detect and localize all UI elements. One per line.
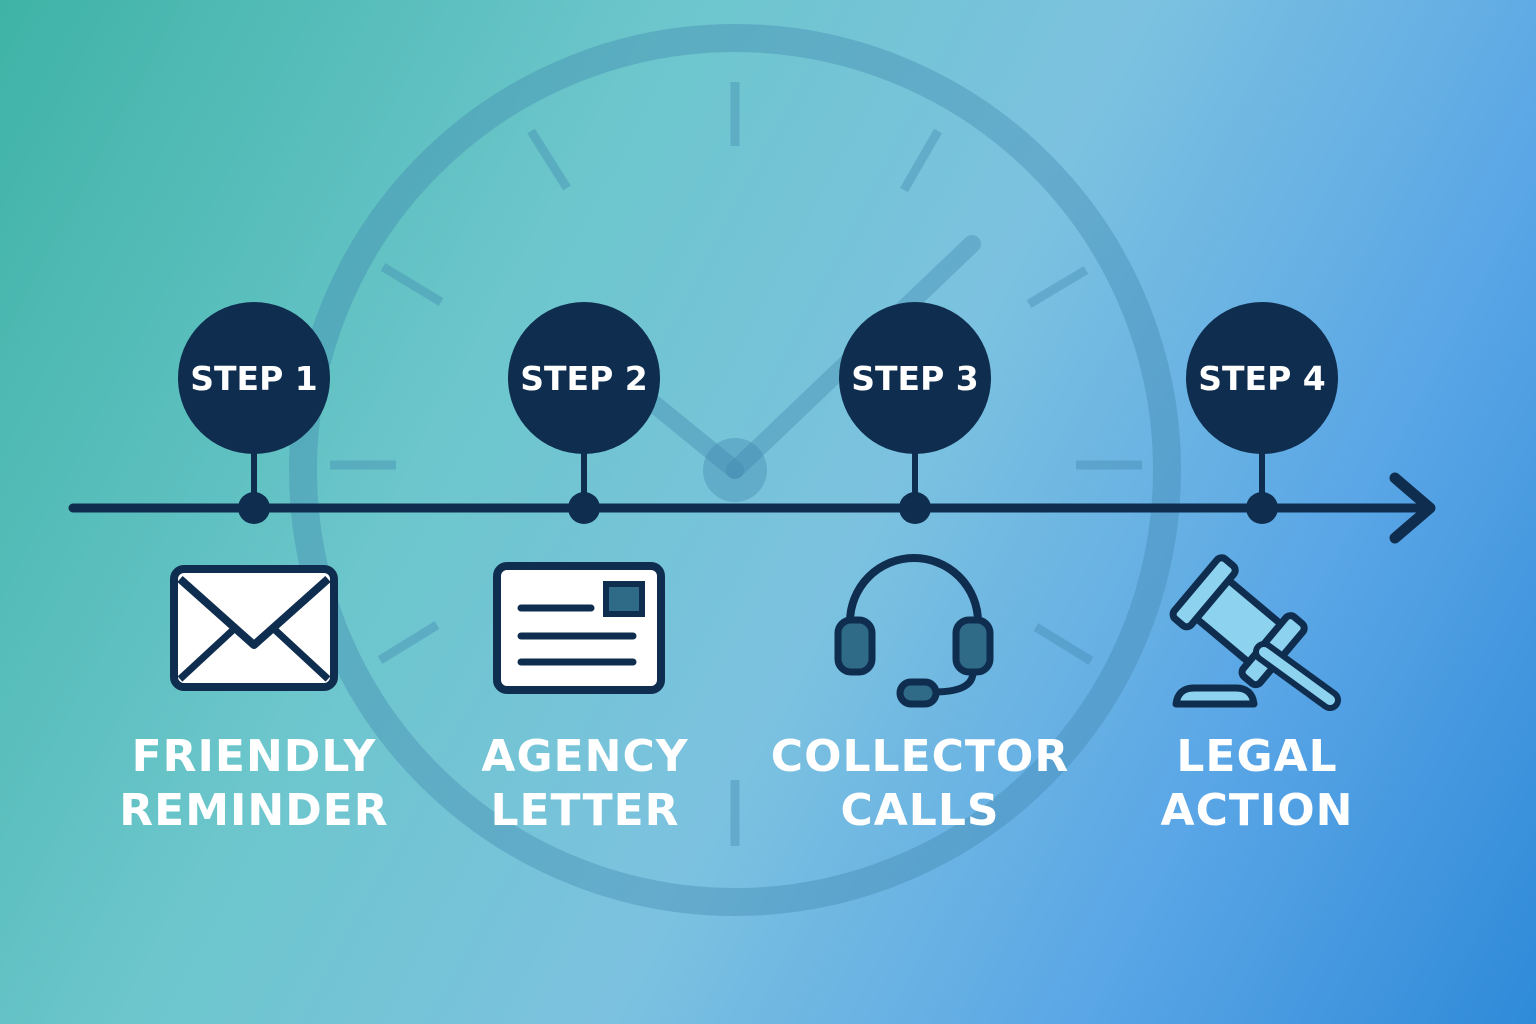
- headset-icon: [834, 554, 994, 708]
- gavel-icon: [1169, 554, 1341, 711]
- step-2-dot: [568, 492, 600, 524]
- step-4-title-line-1: LEGAL: [1176, 731, 1338, 782]
- step-4-title: LEGAL ACTION: [1097, 730, 1417, 838]
- step-1-badge-label: STEP 1: [190, 358, 318, 398]
- envelope-icon: [170, 565, 338, 691]
- step-3-dot: [899, 492, 931, 524]
- step-3-title: COLLECTOR CALLS: [760, 730, 1080, 838]
- step-2-badge-label: STEP 2: [520, 358, 648, 398]
- arrow-right-icon: [1389, 472, 1436, 544]
- step-3-title-line-1: COLLECTOR: [770, 731, 1070, 782]
- step-1-dot: [238, 492, 270, 524]
- step-4-badge-label: STEP 4: [1198, 358, 1326, 398]
- step-4-badge: STEP 4: [1186, 302, 1338, 454]
- step-3-badge-label: STEP 3: [851, 358, 979, 398]
- step-4-title-line-2: ACTION: [1160, 785, 1354, 836]
- step-2-title-line-1: AGENCY: [481, 731, 689, 782]
- step-3-badge: STEP 3: [839, 302, 991, 454]
- step-2-title: AGENCY LETTER: [425, 730, 745, 838]
- letter-card-icon: [493, 562, 665, 694]
- step-1-title-line-1: FRIENDLY: [131, 731, 377, 782]
- step-1-title-line-2: REMINDER: [119, 785, 389, 836]
- step-3-title-line-2: CALLS: [840, 785, 1000, 836]
- step-2-title-line-2: LETTER: [490, 785, 680, 836]
- step-1-badge: STEP 1: [178, 302, 330, 454]
- step-4-dot: [1246, 492, 1278, 524]
- step-2-badge: STEP 2: [508, 302, 660, 454]
- step-1-title: FRIENDLY REMINDER: [94, 730, 414, 838]
